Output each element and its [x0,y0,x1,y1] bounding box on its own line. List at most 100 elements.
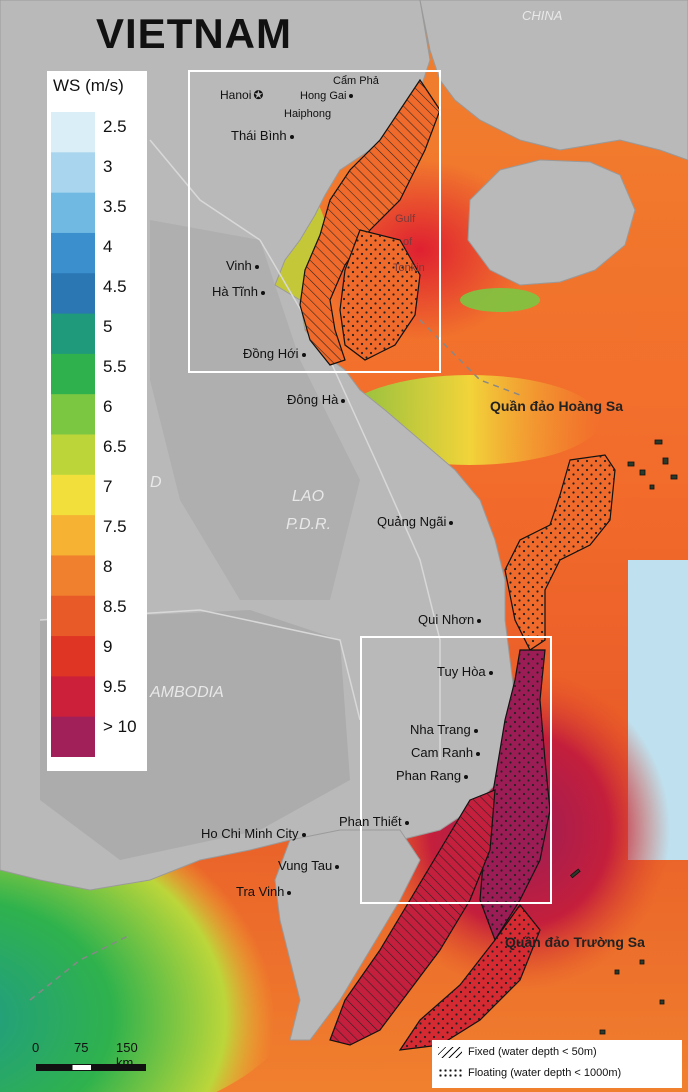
city-vung-tau: Vung Tau [278,858,342,873]
city-name: Quảng Ngãi [377,514,447,529]
island-label-truong-sa: Quần đảo Trường Sa [505,934,645,950]
island-label-hoang-sa: Quần đảo Hoàng Sa [490,398,624,414]
wind-speed-legend: WS (m/s) 2.5 3 3.5 4 4.5 5 5.5 6 6.5 7 7… [47,71,147,771]
hoang-sa-islands [627,439,678,490]
city-dot-icon [287,890,292,895]
city-hong-gai: Hong Gai [300,90,356,102]
city-cam-pha: Cẩm Phả [333,75,379,87]
country-label-partial: D [150,474,162,491]
legend-color-step [51,313,95,355]
city-dong-ha: Đông Hà [287,392,348,407]
legend-color-step [51,555,95,597]
city-tra-vinh: Tra Vinh [236,884,294,899]
city-qui-nhon: Qui Nhơn [418,612,484,627]
map-title: VIETNAM [96,10,292,57]
legend-tick: 5 [103,317,113,336]
legend-tick: 3 [103,157,113,176]
city-dot-icon [449,520,454,525]
legend-color-step [51,676,95,718]
city-dot-icon [289,134,294,139]
city-phan-thiet: Phan Thiết [339,814,412,829]
city-haiphong: Haiphong [284,108,331,120]
legend-color-step [51,636,95,677]
city-vinh: Vinh [226,258,262,273]
legend-color-step [51,434,95,476]
floating-zone-central-dots [505,455,615,650]
city-cam-ranh: Cam Ranh [411,745,483,760]
city-thai-binh: Thái Bình [231,128,297,143]
legend-tick: 5.5 [103,357,127,376]
city-hanoi: Hanoi✪ [220,88,263,102]
hainan-green-band [460,288,540,312]
sea-label-gulf-3: Tonkin [393,262,425,274]
fixed-zone-north-hatch [300,80,440,365]
city-dot-icon [261,290,266,295]
hatch-swatch-icon [438,1046,462,1058]
city-dot-icon [404,820,409,825]
key-floating: Floating (water depth < 1000m) [438,1067,621,1079]
floating-zone-south-tail-dots [400,905,540,1050]
foundation-key: Fixed (water depth < 50m) Floating (wate… [432,1040,682,1088]
legend-tick: 7.5 [103,517,127,536]
city-ho-chi-minh: Ho Chi Minh City [201,826,309,841]
city-name: Haiphong [284,108,332,120]
city-name: Hanoi [220,88,252,102]
country-label-china: CHINA [522,8,563,23]
legend-color-step [51,152,95,194]
maritime-dashed-1 [419,319,521,396]
legend-tick: 4 [103,237,113,256]
fixed-zone-south-hatch [330,790,495,1045]
city-dot-icon [488,670,493,675]
floating-zone-north-dots [340,230,420,360]
city-dot-icon [464,774,469,779]
key-fixed: Fixed (water depth < 50m) [438,1046,597,1058]
city-name: Vung Tau [278,858,333,873]
legend-tick: 6.5 [103,437,127,456]
legend-color-step [51,273,95,315]
country-label-cambodia: AMBODIA [150,684,224,701]
city-name: Hà Tĩnh [212,284,259,299]
legend-title: WS (m/s) [53,76,124,95]
city-dot-icon [254,264,259,269]
legend-color-step [51,595,95,637]
city-name: Tra Vinh [236,884,285,899]
truong-sa-islands [569,868,665,1035]
legend-tick: 4.5 [103,277,127,296]
legend-color-step [51,192,95,234]
legend-color-step [51,232,95,274]
maritime-dashed-2 [29,934,131,1001]
legend-tick: 2.5 [103,117,127,136]
legend-color-step [51,716,95,757]
sea-label-gulf-1: Gulf [395,213,416,225]
city-dot-icon [477,618,482,623]
laos-tone [150,220,360,600]
sea-label-gulf-2: of [403,236,413,248]
city-dot-icon [476,751,481,756]
city-name: Cẩm Phả [333,75,379,87]
legend-color-step [51,515,95,556]
legend-color-step [51,394,95,435]
floating-zone-south-central-dots [480,650,550,940]
legend-tick: 7 [103,477,113,496]
scale-label-75: 75 [74,1040,89,1055]
key-floating-label: Floating (water depth < 1000m) [468,1067,622,1079]
city-phan-rang: Phan Rang [396,768,471,783]
legend-color-step [51,353,95,395]
capital-star-icon: ✪ [253,88,264,102]
south-focus-frame [360,636,552,904]
country-label-lao: LAO [292,488,325,505]
city-name: Tuy Hòa [437,664,486,679]
city-name: Phan Thiết [339,814,402,829]
city-name: Qui Nhơn [418,612,475,627]
hainan-island [467,159,636,286]
city-name: Phan Rang [396,768,462,783]
legend-color-ramp [51,112,95,757]
key-fixed-label: Fixed (water depth < 50m) [468,1046,597,1058]
country-label-pdr: P.D.R. [286,516,332,533]
city-tuy-hoa: Tuy Hòa [437,664,496,679]
city-dot-icon [301,352,306,357]
city-name: Vinh [226,258,252,273]
north-focus-frame [188,70,441,373]
city-dong-hoi: Đồng Hới [243,346,309,361]
legend-color-step [51,474,95,516]
